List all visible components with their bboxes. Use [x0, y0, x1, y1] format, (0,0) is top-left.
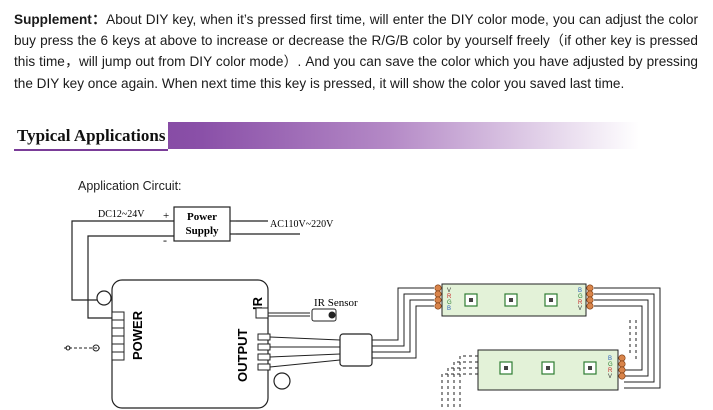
- dc-voltage-label: DC12~24V: [98, 209, 145, 220]
- strip2-pin-v: V: [608, 374, 612, 380]
- output-label: OUTPUT: [235, 329, 250, 383]
- ir-port: [255, 307, 269, 319]
- section-title: Typical Applications: [14, 122, 169, 151]
- strip1-pin-b: B: [447, 306, 451, 312]
- strip1-wires: [372, 287, 434, 359]
- strip1-pin-v: V: [447, 288, 451, 294]
- strip1-right-pin-r: R: [578, 300, 583, 306]
- ir-sensor-cable: [268, 312, 310, 317]
- strip1-pin-r: R: [447, 294, 452, 300]
- output-cable: [269, 336, 341, 368]
- strip-link-wires: [594, 287, 661, 389]
- strip1-led-cores: [469, 298, 553, 302]
- supplement-paragraph: Supplement：About DIY key, when it’s pres…: [14, 9, 698, 94]
- ac-input-lines: [236, 220, 300, 235]
- ir-sensor-eye: [328, 311, 336, 319]
- power-label: POWER: [130, 310, 145, 360]
- mount-hole-top: [96, 290, 112, 306]
- strip2-pins: [618, 354, 626, 380]
- application-circuit-diagram: Power Supply DC12~24V + - AC110V~220V PO…: [64, 206, 661, 409]
- strip2-pin-g: G: [608, 362, 613, 368]
- plus-sign: +: [163, 210, 169, 222]
- supplement-label: Supplement：: [14, 12, 107, 27]
- ir-label: IR: [250, 296, 265, 310]
- output-plug: [339, 333, 373, 367]
- circuit-caption: Application Circuit:: [78, 179, 182, 193]
- minus-sign: -: [163, 233, 167, 247]
- power-supply-label-2: Supply: [185, 225, 219, 237]
- strip2-pin-b: B: [608, 356, 612, 362]
- strip1-right-pin-g: G: [578, 294, 583, 300]
- strip1-right-pin-v: V: [578, 306, 582, 312]
- strip2-left-dashes: [441, 355, 478, 408]
- strip1-right-pin-b: B: [578, 288, 582, 294]
- strip1-pin-g: G: [447, 300, 452, 306]
- strip2-led-cores: [504, 366, 592, 370]
- supplement-text: About DIY key, when it’s pressed first t…: [14, 12, 698, 91]
- mount-hole-bottom: [273, 372, 291, 390]
- dc-wires: [71, 220, 236, 319]
- ir-sensor-head: [311, 308, 337, 322]
- power-supply-box: [173, 206, 231, 242]
- power-supply-label-1: Power: [187, 211, 217, 223]
- strip2-pin-r: R: [608, 368, 613, 374]
- ac-voltage-label: AC110V~220V: [270, 219, 334, 230]
- section-banner: Typical Applications: [14, 122, 639, 151]
- strip-link-dashes: [629, 320, 637, 360]
- dc-jack: [64, 311, 125, 361]
- ir-sensor-label: IR Sensor: [314, 297, 358, 309]
- strip1-pins: [434, 284, 594, 310]
